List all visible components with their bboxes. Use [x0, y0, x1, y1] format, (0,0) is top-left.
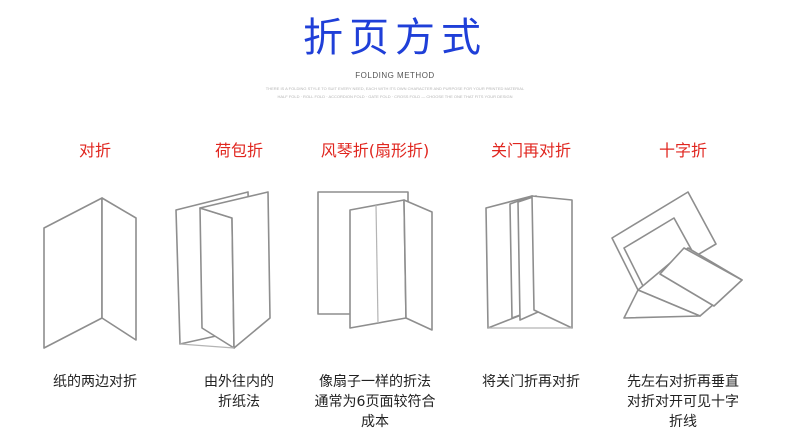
method-description: 将关门折再对折	[482, 374, 580, 390]
method-description: 像扇子一样的折法 通常为6页面较符合 成本	[314, 374, 436, 430]
fold-method-accordion: 风琴折(扇形折) 像扇子一样的折法 通常为6页面较符合 成本	[296, 140, 454, 430]
fold-method-roll: 荷包折 由外往内的 折纸法	[160, 140, 318, 410]
method-description: 先左右对折再垂直 对折对开可见十字 折线	[627, 374, 739, 430]
fold-method-half: 对折 纸的两边对折	[16, 140, 174, 390]
roll-fold-icon	[175, 191, 271, 349]
page-subtitle: FOLDING METHOD	[355, 71, 435, 80]
accordion-fold-icon	[317, 191, 433, 331]
cross-fold-icon	[611, 191, 743, 319]
method-name: 对折	[78, 141, 111, 160]
method-name: 风琴折(扇形折)	[320, 141, 430, 160]
gate-fold-icon	[485, 195, 573, 329]
half-fold-icon	[43, 197, 137, 349]
fold-method-cross: 十字折 先左右对折再垂直 对折对开可见十字 折线	[604, 140, 762, 430]
method-name: 关门再对折	[490, 141, 571, 160]
fine-print-line: HALF FOLD · ROLL FOLD · ACCORDION FOLD ·…	[277, 94, 513, 99]
page-title: 折页方式	[303, 15, 487, 61]
fine-print-line: THERE IS A FOLDING STYLE TO SUIT EVERY N…	[265, 86, 525, 91]
method-name: 十字折	[658, 141, 707, 160]
fold-method-gate: 关门再对折 将关门折再对折	[452, 140, 610, 390]
method-description: 由外往内的 折纸法	[204, 374, 274, 410]
method-name: 荷包折	[214, 141, 263, 160]
method-description: 纸的两边对折	[53, 374, 137, 390]
